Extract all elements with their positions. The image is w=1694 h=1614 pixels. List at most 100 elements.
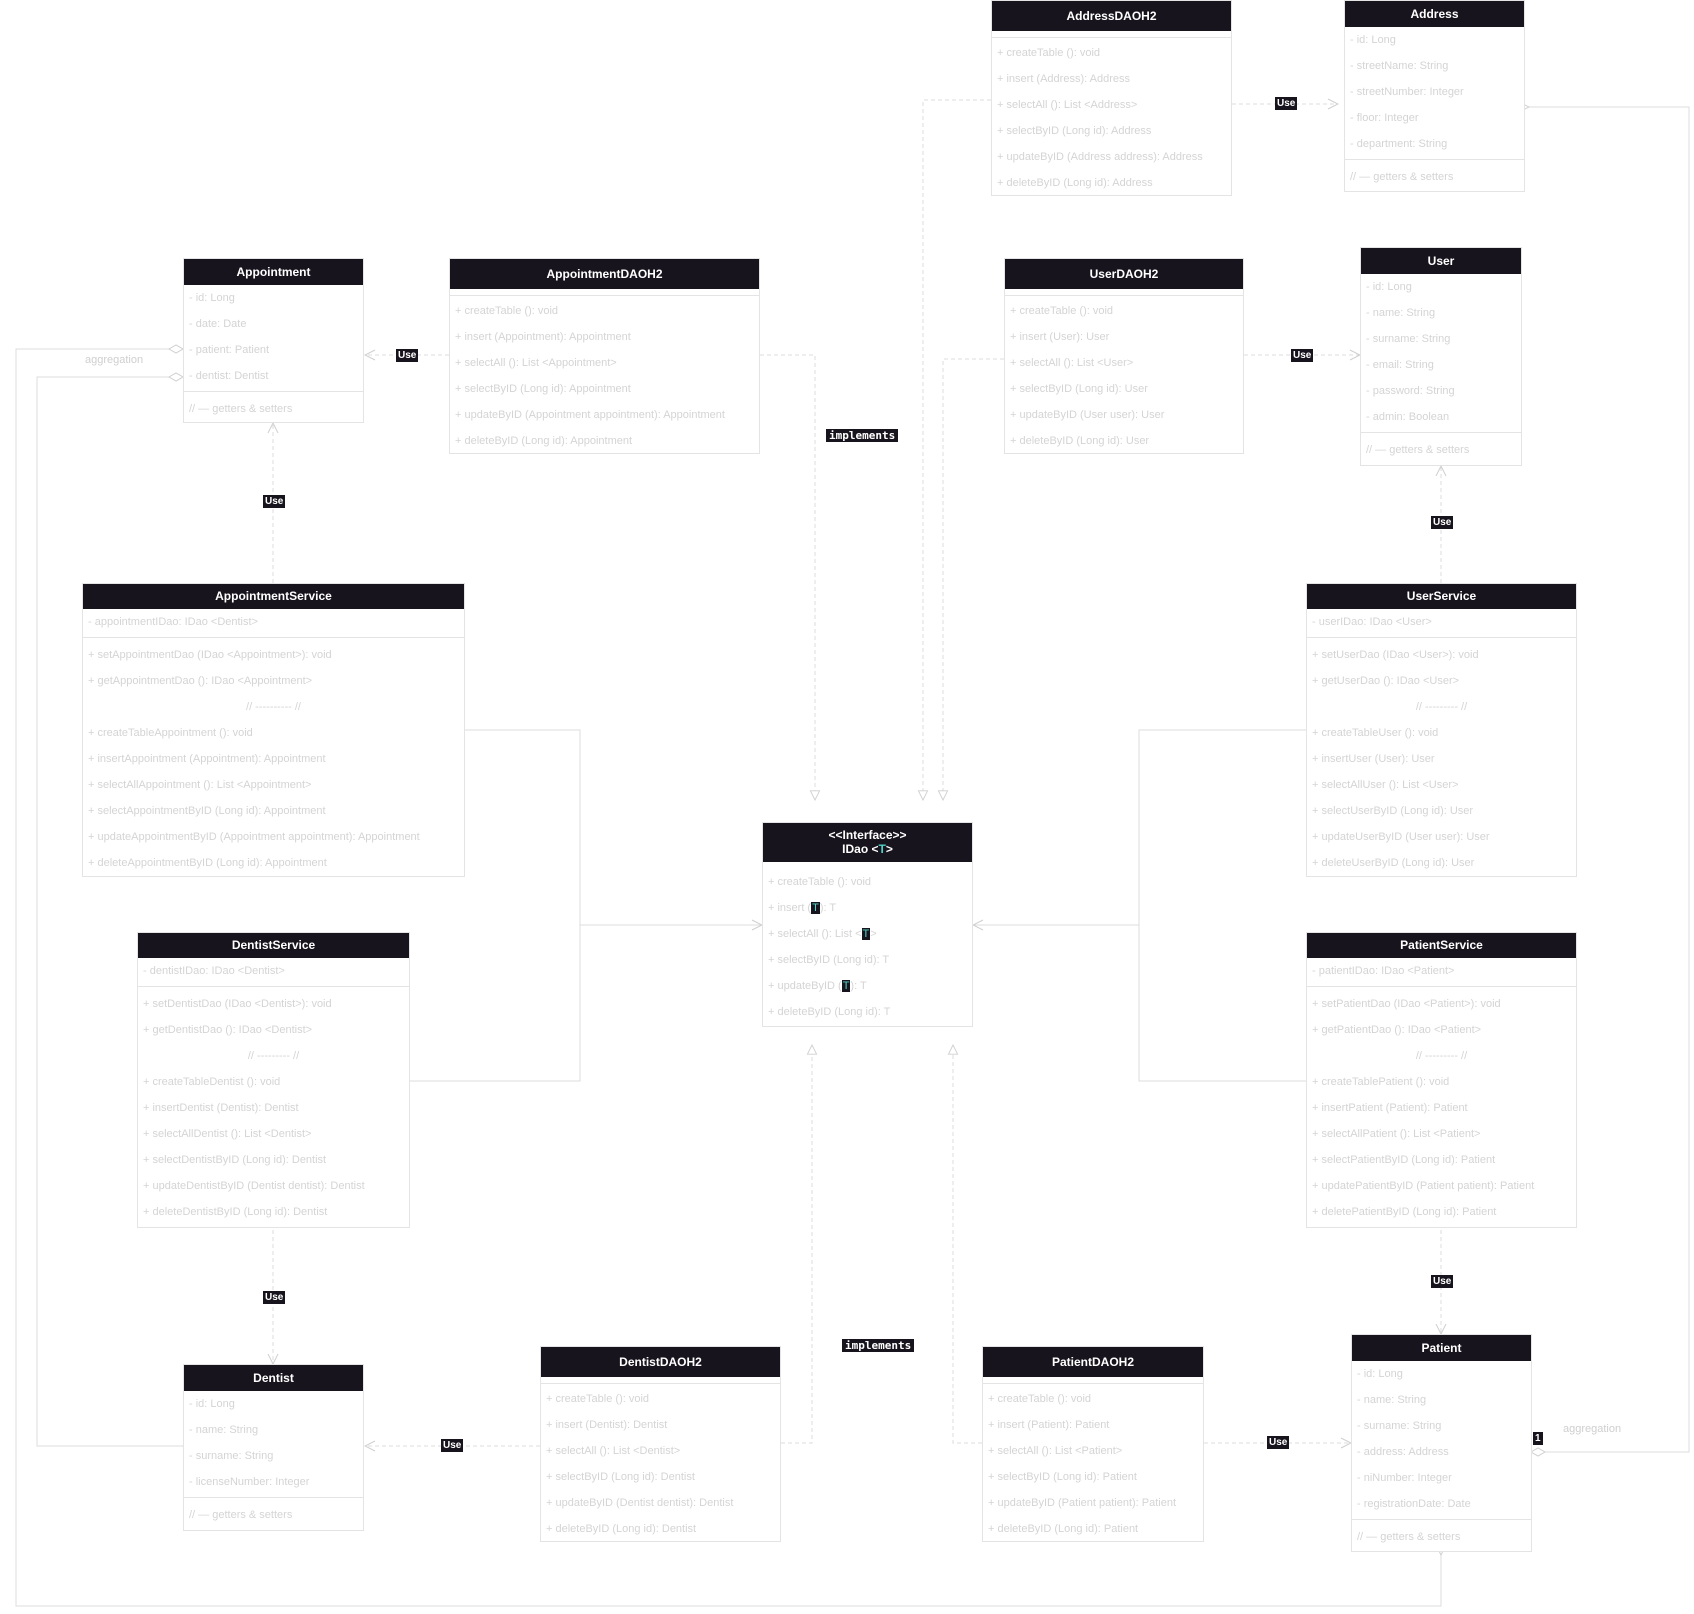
edge-appointmentdao-implements-idao — [760, 354, 815, 800]
class-title: PatientService — [1307, 933, 1576, 958]
class-title: DentistService — [138, 933, 409, 958]
method-row: + updateAppointmentByID (Appointment app… — [88, 831, 420, 843]
method-row: + insert (Dentist): Dentist — [546, 1419, 668, 1431]
method-row: + deleteByID (Long id): Dentist — [546, 1523, 697, 1535]
use-label-addressdao-address: Use — [1275, 97, 1298, 110]
divider — [1307, 637, 1576, 638]
method-row: + createTableAppointment (): void — [88, 727, 253, 739]
stereotype-label: <<Interface>> — [828, 828, 907, 842]
method-row: + createTable (): void — [997, 47, 1101, 59]
attribute-row: - surname: String — [189, 1450, 274, 1462]
class-address[interactable]: Address - id: Long - streetName: String … — [1344, 0, 1525, 192]
class-title: PatientDAOH2 — [983, 1347, 1203, 1377]
multiplicity-label-patient: 1 — [1533, 1432, 1543, 1445]
attribute-row: - dentist: Dentist — [189, 370, 269, 382]
edge-aggregation-appointment-patient — [15, 349, 1441, 1607]
method-row: + updateByID (Patient patient): Patient — [988, 1497, 1177, 1509]
method-row: + selectAll (): List <T> — [763, 921, 972, 947]
attribute-row: - userIDao: IDao <User> — [1312, 616, 1432, 628]
method-row: // — getters & setters — [1357, 1531, 1461, 1543]
use-label-userservice-user: Use — [1431, 516, 1454, 529]
method-row: + selectAll (): List <Patient> — [988, 1445, 1123, 1457]
method-text: + updateByID ( — [768, 980, 842, 992]
attribute-row: - password: String — [1366, 385, 1455, 397]
method-row: + setAppointmentDao (IDao <Appointment>)… — [88, 649, 332, 661]
class-dentistdao[interactable]: DentistDAOH2 + createTable (): void + in… — [540, 1346, 781, 1542]
method-text: + insert ( — [768, 902, 812, 914]
class-appointmentdao[interactable]: AppointmentDAOH2 + createTable (): void … — [449, 258, 760, 454]
class-addressdao[interactable]: AddressDAOH2 + createTable (): void + in… — [991, 0, 1232, 196]
attribute-row: - dentistIDao: IDao <Dentist> — [143, 965, 285, 977]
method-row: + createTablePatient (): void — [1312, 1076, 1450, 1088]
class-userdao[interactable]: UserDAOH2 + createTable (): void + inser… — [1004, 258, 1244, 454]
attribute-row: - appointmentIDao: IDao <Dentist> — [88, 616, 258, 628]
method-row: + selectAllDentist (): List <Dentist> — [143, 1128, 312, 1140]
edge-patientservice-idao — [1138, 925, 1306, 1082]
class-dentistservice[interactable]: DentistService - dentistIDao: IDao <Dent… — [137, 932, 410, 1228]
use-label-userdao-user: Use — [1291, 349, 1314, 362]
method-row: + createTable (): void — [1010, 305, 1114, 317]
method-row: + deleteByID (Long id): User — [1010, 435, 1150, 447]
method-row: + getAppointmentDao (): IDao <Appointmen… — [88, 675, 313, 687]
type-parameter: T — [878, 842, 886, 856]
divider — [1345, 159, 1524, 160]
attribute-row: - streetNumber: Integer — [1350, 86, 1464, 98]
use-label-appointmentservice-appointment: Use — [263, 495, 286, 508]
class-title: Patient — [1352, 1335, 1531, 1361]
method-row: // — getters & setters — [189, 1509, 293, 1521]
use-label-dentistservice-dentist: Use — [263, 1291, 286, 1304]
method-row: + createTable (): void — [546, 1393, 650, 1405]
method-separator: // --------- // — [1415, 1050, 1468, 1062]
type-parameter: T — [811, 902, 820, 914]
class-patientservice[interactable]: PatientService - patientIDao: IDao <Pati… — [1306, 932, 1577, 1228]
class-title: Dentist — [184, 1365, 363, 1391]
class-userservice[interactable]: UserService - userIDao: IDao <User> + se… — [1306, 583, 1577, 877]
edge-userdao-implements-idao — [943, 358, 1004, 800]
attribute-row: - name: String — [189, 1424, 259, 1436]
method-row: + selectByID (Long id): Patient — [988, 1471, 1137, 1483]
class-patient[interactable]: Patient - id: Long - name: String - surn… — [1351, 1334, 1532, 1552]
divider — [83, 637, 464, 638]
interface-name-prefix: IDao < — [842, 842, 879, 856]
method-row: + updateDentistByID (Dentist dentist): D… — [143, 1180, 365, 1192]
use-label-dentistdao-dentist: Use — [441, 1439, 464, 1452]
method-row: + insert (Appointment): Appointment — [455, 331, 631, 343]
method-row: + deleteByID (Long id): Appointment — [455, 435, 633, 447]
class-user[interactable]: User - id: Long - name: String - surname… — [1360, 247, 1522, 466]
method-row: + insertUser (User): User — [1312, 753, 1435, 765]
method-row: + insert (Patient): Patient — [988, 1419, 1110, 1431]
class-patientdao[interactable]: PatientDAOH2 + createTable (): void + in… — [982, 1346, 1204, 1542]
method-row: + selectAll (): List <Dentist> — [546, 1445, 681, 1457]
method-row: + selectByID (Long id): Appointment — [455, 383, 631, 395]
class-title: Address — [1345, 1, 1524, 27]
divider — [1307, 986, 1576, 987]
method-row: + updateByID (Appointment appointment): … — [455, 409, 725, 421]
method-row: + insert (T): T — [763, 895, 972, 921]
method-text: ): T — [850, 980, 867, 992]
class-title: DentistDAOH2 — [541, 1347, 780, 1377]
method-row: + setPatientDao (IDao <Patient>): void — [1312, 998, 1501, 1010]
divider — [1352, 1519, 1531, 1520]
attribute-row: - department: String — [1350, 138, 1448, 150]
class-title: User — [1361, 248, 1521, 274]
implements-label-top: implements — [826, 429, 899, 442]
method-separator: // ---------- // — [246, 701, 301, 713]
aggregation-label-patient: aggregation — [1563, 1423, 1622, 1435]
edge-dentistdao-implements-idao — [781, 1045, 812, 1444]
attribute-row: - floor: Integer — [1350, 112, 1419, 124]
method-row: + selectByID (Long id): Dentist — [546, 1471, 695, 1483]
attribute-row: - surname: String — [1366, 333, 1451, 345]
divider — [992, 37, 1231, 38]
attribute-row: - patient: Patient — [189, 344, 270, 356]
class-appointmentservice[interactable]: AppointmentService - appointmentIDao: ID… — [82, 583, 465, 877]
method-row: + createTable (): void — [768, 876, 872, 888]
method-row: + setUserDao (IDao <User>): void — [1312, 649, 1479, 661]
implements-label-bottom: implements — [842, 1339, 915, 1352]
attribute-row: - niNumber: Integer — [1357, 1472, 1452, 1484]
method-row: + setDentistDao (IDao <Dentist>): void — [143, 998, 332, 1010]
class-appointment[interactable]: Appointment - id: Long - date: Date - pa… — [183, 258, 364, 423]
method-row: + selectByID (Long id): User — [1010, 383, 1148, 395]
method-row: + getPatientDao (): IDao <Patient> — [1312, 1024, 1482, 1036]
class-dentist[interactable]: Dentist - id: Long - name: String - surn… — [183, 1364, 364, 1531]
interface-idao[interactable]: <<Interface>> IDao <T> + createTable ():… — [762, 822, 973, 1027]
